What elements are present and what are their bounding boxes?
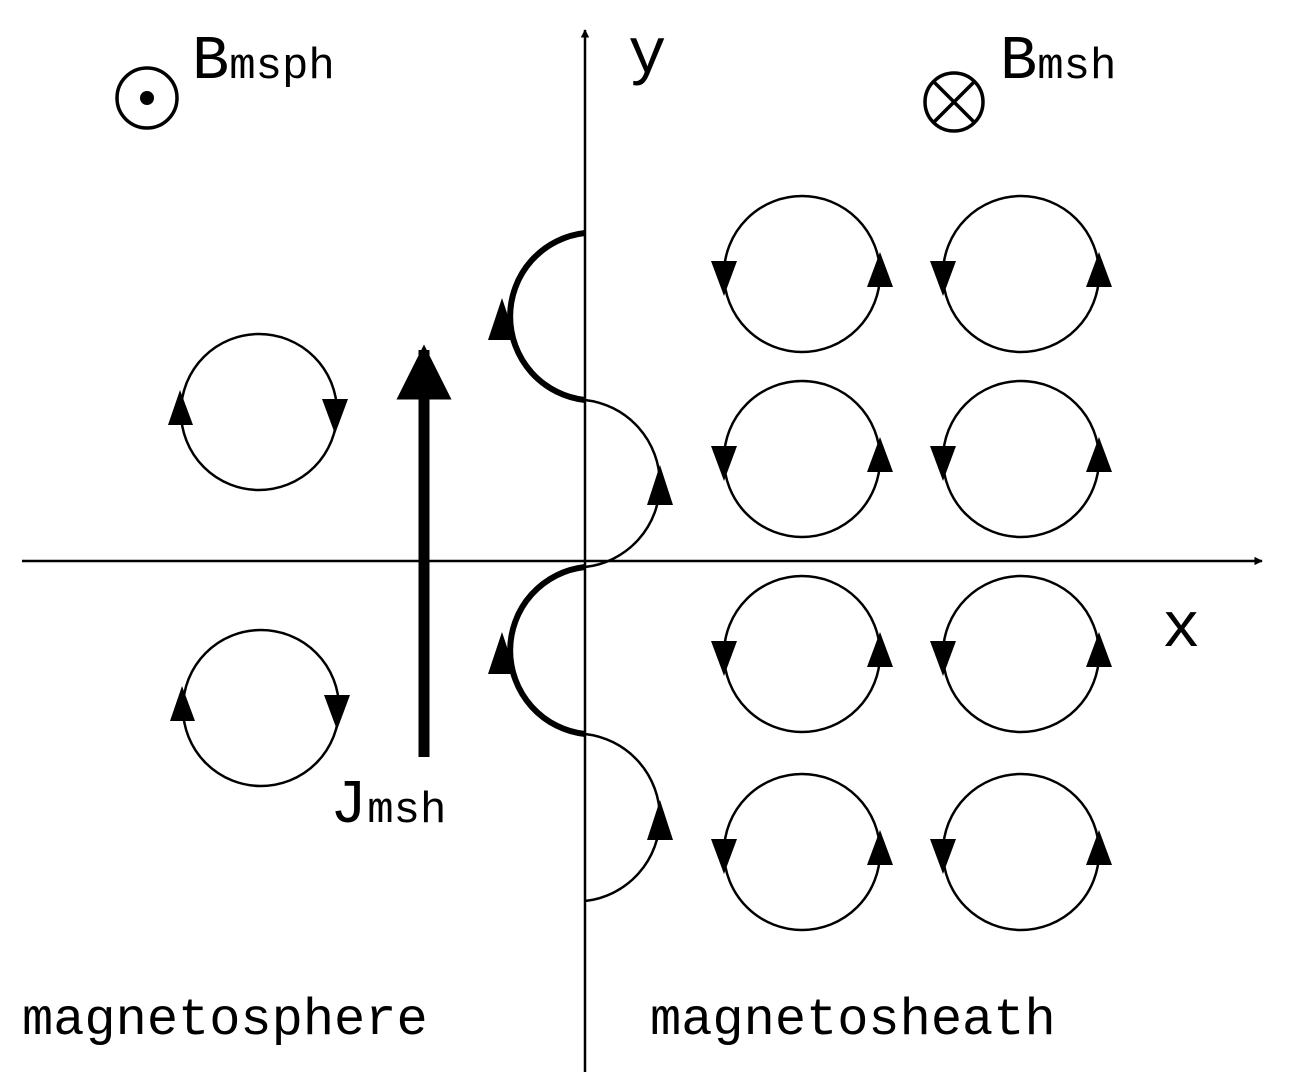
j-msh-label: Jmsh xyxy=(330,770,446,841)
orbit-msph-1 xyxy=(168,332,348,492)
boundary-orbit-thin-lower xyxy=(584,732,662,903)
b-msph-label: Bmsph xyxy=(192,26,335,97)
orbit-msh-3 xyxy=(711,379,893,539)
boundary-orbit-thick-lower xyxy=(507,564,586,737)
boundary-orbit-thick-upper xyxy=(507,230,586,403)
orbit-msh-6 xyxy=(930,574,1112,734)
orbit-msh-5 xyxy=(711,574,893,734)
region-label-magnetosphere: magnetosphere xyxy=(22,991,428,1050)
orbit-msph-2 xyxy=(170,628,350,788)
boundary-orbit-thin-upper xyxy=(584,398,662,569)
orbit-msh-2 xyxy=(930,194,1112,354)
magnetosphere-orbits xyxy=(168,332,350,788)
cross-circle-icon xyxy=(923,71,985,133)
boundary-orbit xyxy=(488,230,673,903)
b-msh-subscript: msh xyxy=(1037,42,1116,92)
region-label-magnetosheath: magnetosheath xyxy=(650,991,1056,1050)
orbit-msh-1 xyxy=(711,194,893,354)
b-msph-subscript: msph xyxy=(229,42,335,92)
j-msh-subscript: msh xyxy=(367,786,446,836)
orbit-msh-7 xyxy=(711,772,893,932)
orbit-msh-4 xyxy=(930,379,1112,539)
dot-circle-icon xyxy=(115,66,179,130)
b-msh-label: Bmsh xyxy=(1000,26,1116,97)
magnetosheath-orbits xyxy=(711,194,1112,932)
j-msh-symbol: J xyxy=(330,770,367,841)
b-msph-symbol: B xyxy=(192,26,229,97)
orbit-msh-8 xyxy=(930,772,1112,932)
y-axis-label: y xyxy=(628,20,666,92)
b-msh-symbol: B xyxy=(1000,26,1037,97)
x-axis-label: x xyxy=(1162,594,1200,666)
